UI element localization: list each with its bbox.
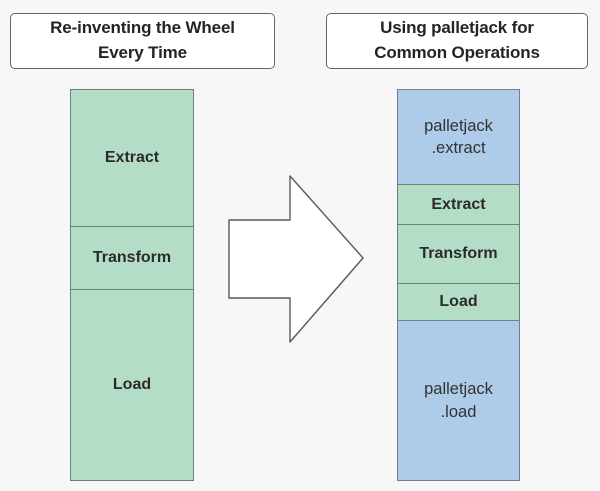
right-panel-title: Using palletjack for Common Operations [326,13,588,69]
left-block-load: Load [70,289,194,481]
right-panel-title-line1: Using palletjack for [380,18,534,38]
right-block-transform-label: Transform [419,245,498,262]
right-panel-title-line2: Common Operations [374,43,540,62]
right-arrow-icon [226,172,366,347]
right-block-extract-label: Extract [431,195,486,213]
left-panel-title: Re-inventing the Wheel Every Time [10,13,275,69]
right-panel-title-text: Using palletjack for Common Operations [374,16,540,65]
right-block-palletjack-load: palletjack .load [397,320,520,481]
left-etl-stack: Extract Transform Load [70,89,194,481]
left-panel-title-line2: Every Time [98,43,187,62]
left-block-transform: Transform [70,226,194,290]
right-block-load-label: Load [439,293,478,310]
left-block-extract-label: Extract [104,149,160,166]
left-block-transform-label: Transform [92,249,172,266]
right-block-palletjack-extract-text: palletjack .extract [424,115,493,160]
right-block-palletjack-load-line2: .load [440,402,477,421]
right-block-transform: Transform [397,224,520,284]
right-palletjack-stack: palletjack .extract Extract Transform Lo… [397,89,520,481]
left-block-load-label: Load [112,376,152,393]
right-block-palletjack-load-text: palletjack .load [424,378,493,423]
right-block-extract: Extract [397,184,520,225]
right-block-palletjack-extract-line2: .extract [431,139,486,157]
left-panel-title-text: Re-inventing the Wheel Every Time [50,16,235,65]
right-block-palletjack-load-line1: palletjack [424,380,493,399]
right-block-palletjack-extract: palletjack .extract [397,89,520,185]
right-block-palletjack-extract-line1: palletjack [424,116,493,135]
left-block-extract: Extract [70,89,194,227]
left-panel-title-line1: Re-inventing the Wheel [50,18,235,38]
right-block-load: Load [397,283,520,321]
